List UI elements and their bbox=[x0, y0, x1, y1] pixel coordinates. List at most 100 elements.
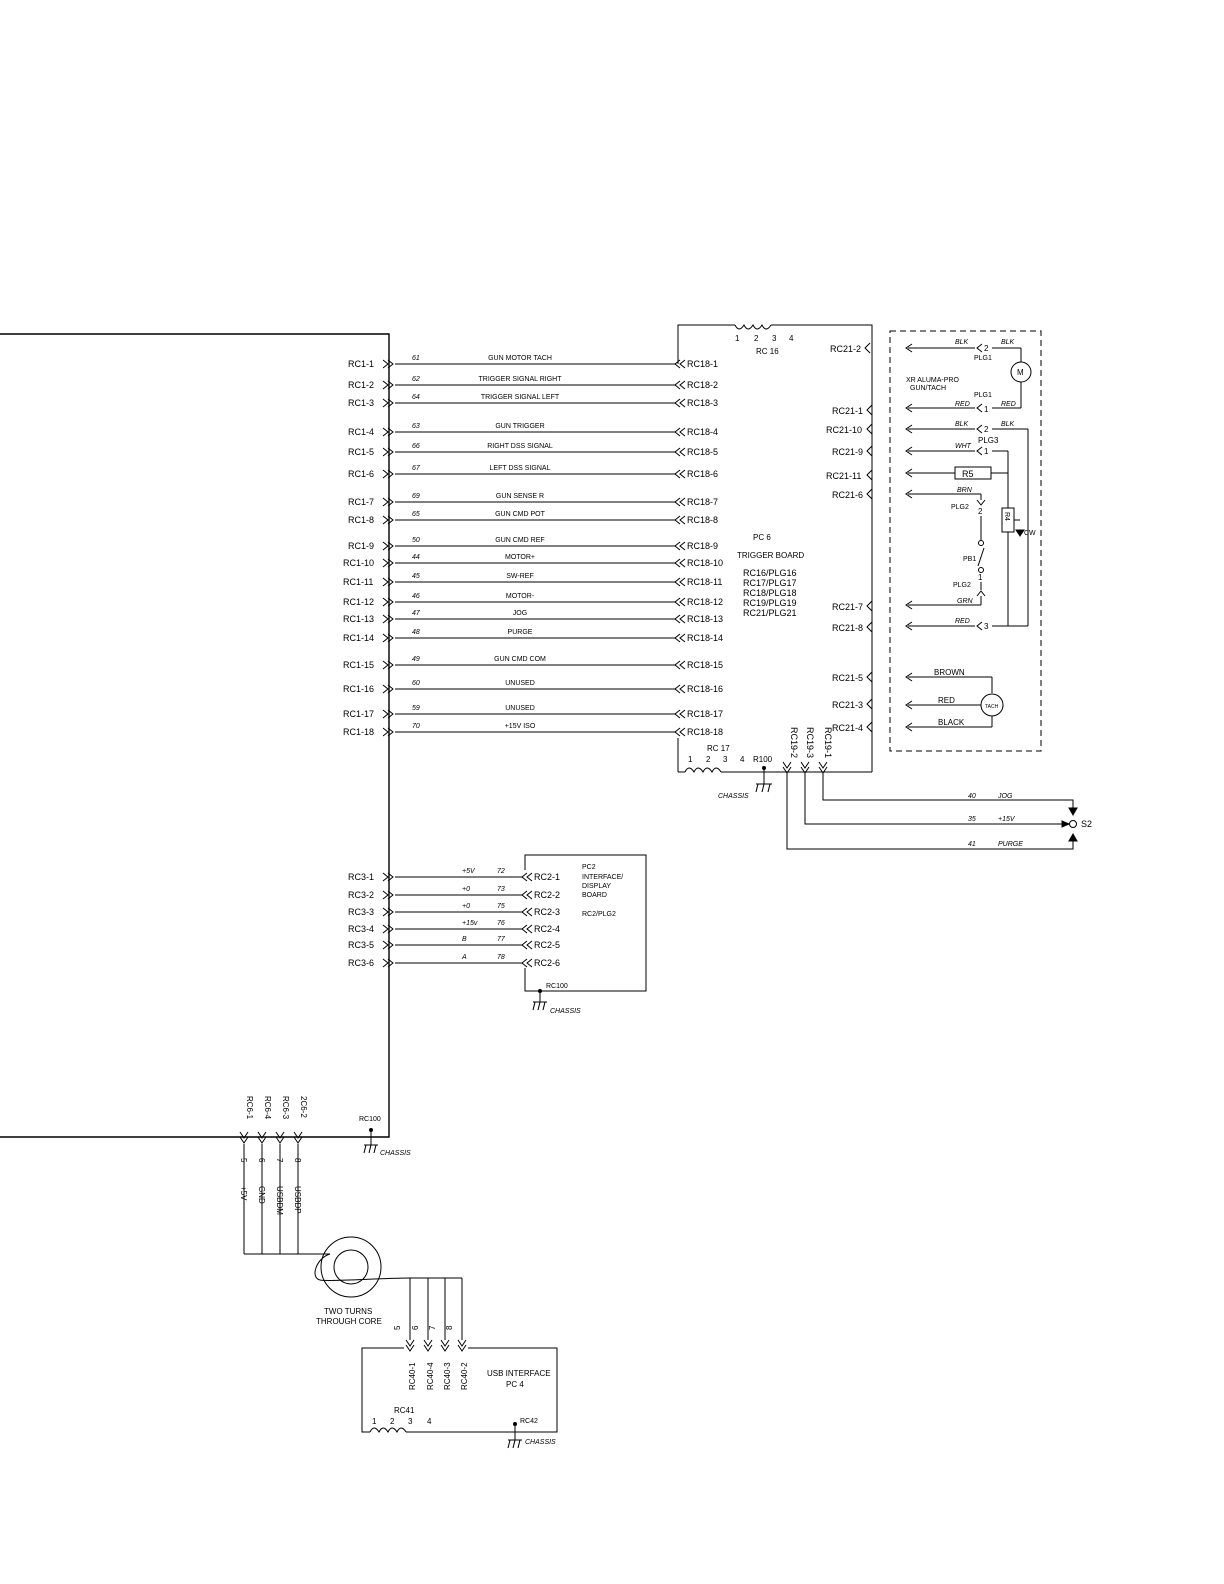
rc16-pin-2: 2 bbox=[754, 334, 759, 343]
rc18-pin-label: RC18-1 bbox=[687, 359, 718, 369]
signal-label: TRIGGER SIGNAL RIGHT bbox=[479, 376, 563, 383]
usb-conn-1: RC40-1 bbox=[408, 1362, 417, 1390]
rc18-pin-label: RC18-17 bbox=[687, 709, 723, 719]
wire-red-3: RED bbox=[955, 618, 970, 625]
rc2-pin-label: RC2-3 bbox=[534, 907, 560, 917]
rc2-pin-label: RC2-1 bbox=[534, 872, 560, 882]
rc42-label: RC42 bbox=[520, 1418, 538, 1425]
wire-number: 64 bbox=[412, 394, 420, 401]
cw-label: CW bbox=[1024, 530, 1036, 537]
rc18-connector-mark bbox=[674, 497, 686, 507]
pc6-conn-rc19: RC19/PLG19 bbox=[743, 598, 797, 608]
rc19-3-label: RC19-3 bbox=[805, 727, 815, 758]
rc21-3-label: RC21-3 bbox=[832, 700, 863, 710]
rc6-conn-1: RC6-1 bbox=[245, 1096, 254, 1120]
s2-signal-purge: PURGE bbox=[998, 841, 1023, 848]
rc1-pin-label: RC1-5 bbox=[348, 447, 374, 457]
rc1-pin-label: RC1-13 bbox=[343, 614, 374, 624]
plg2-pin-1: 1 bbox=[978, 573, 983, 582]
rc6-connectors: RC100 CHASSIS RC6-1 RC6-4 RC6-3 2C6-2 5 … bbox=[239, 1096, 411, 1255]
signal-label: LEFT DSS SIGNAL bbox=[490, 465, 551, 472]
rc18-connector-mark bbox=[674, 633, 686, 643]
rc2-pin-label: RC2-6 bbox=[534, 958, 560, 968]
plg1-pin-1: 1 bbox=[984, 405, 989, 414]
plg2-label-a: PLG2 bbox=[951, 504, 969, 511]
signal-label: RIGHT DSS SIGNAL bbox=[487, 443, 553, 450]
rc1-connector-mark bbox=[382, 427, 394, 437]
wire-grn: GRN bbox=[957, 598, 974, 605]
signal-label: +15V ISO bbox=[505, 723, 536, 730]
wire-number: 50 bbox=[412, 537, 420, 544]
wire-wht: WHT bbox=[955, 443, 972, 450]
rc6-conn-2: RC6-4 bbox=[263, 1096, 272, 1120]
rc3-pin-label: RC3-3 bbox=[348, 907, 374, 917]
pc2-chassis: CHASSIS bbox=[550, 1008, 581, 1015]
rc1-connector-mark bbox=[382, 447, 394, 457]
wire-number: 77 bbox=[497, 936, 506, 943]
rc1-pin-label: RC1-11 bbox=[343, 577, 373, 587]
rc3-pin-label: RC3-4 bbox=[348, 924, 374, 934]
rc41-pin-2: 2 bbox=[390, 1417, 395, 1426]
wire-number: 48 bbox=[412, 629, 420, 636]
rc21-5-label: RC21-5 bbox=[832, 673, 863, 683]
ferrite-core: TWO TURNS THROUGH CORE bbox=[314, 1236, 462, 1326]
rc2-pin-label: RC2-4 bbox=[534, 924, 560, 934]
wire-number: 63 bbox=[412, 423, 420, 430]
pc2-line-3: DISPLAY bbox=[582, 883, 611, 890]
wire-number: 67 bbox=[412, 465, 421, 472]
signal-label: B bbox=[462, 936, 467, 943]
rc3-pin-label: RC3-5 bbox=[348, 940, 374, 950]
signal-label: +5V bbox=[462, 868, 476, 875]
rc18-connector-mark bbox=[674, 597, 686, 607]
rc18-connector-mark bbox=[674, 684, 686, 694]
rc19-1-label: RC19-1 bbox=[823, 727, 833, 758]
rc3-connector-mark bbox=[382, 924, 394, 934]
rc1-connector-mark bbox=[382, 614, 394, 624]
core-line-2: THROUGH CORE bbox=[316, 1317, 382, 1326]
rc21-11-label: RC21-11 bbox=[826, 471, 861, 481]
usb-pin-6: 6 bbox=[411, 1325, 420, 1330]
wire-number: 49 bbox=[412, 656, 420, 663]
rc3-connector-mark bbox=[382, 958, 394, 968]
rc17-pin-3: 3 bbox=[723, 755, 728, 764]
signal-label: SW-REF bbox=[506, 573, 533, 580]
rc18-pin-label: RC18-12 bbox=[687, 597, 723, 607]
rc3-pin-label: RC3-1 bbox=[348, 872, 374, 882]
rc1-connector-mark bbox=[382, 359, 394, 369]
rc1-connector-mark bbox=[382, 727, 394, 737]
gun-title-2: GUN/TACH bbox=[910, 385, 946, 392]
rc16-pin-4: 4 bbox=[789, 334, 794, 343]
wire-blk-1: BLK bbox=[955, 339, 969, 346]
wire-brn: BRN bbox=[957, 487, 973, 494]
rc21-4-label: RC21-4 bbox=[832, 723, 863, 733]
signal-label: GUN SENSE R bbox=[496, 493, 544, 500]
rc2-connector-mark bbox=[521, 890, 533, 900]
rc18-pin-label: RC18-3 bbox=[687, 398, 718, 408]
rc18-pin-label: RC18-11 bbox=[687, 577, 722, 587]
wire-number: 65 bbox=[412, 511, 420, 518]
rc17-label: RC 17 bbox=[707, 744, 730, 753]
rc18-pin-label: RC18-9 bbox=[687, 541, 718, 551]
signal-label: MOTOR- bbox=[506, 593, 535, 600]
usb-chassis: CHASSIS bbox=[525, 1439, 556, 1446]
rc1-pin-label: RC1-9 bbox=[348, 541, 374, 551]
usb-title-1: USB INTERFACE bbox=[487, 1369, 551, 1378]
rc41-pin-1: 1 bbox=[372, 1417, 377, 1426]
signal-label: +0 bbox=[462, 886, 470, 893]
s2-signal-15v: +15V bbox=[998, 816, 1016, 823]
rc18-pin-label: RC18-2 bbox=[687, 380, 718, 390]
rc21-7-label: RC21-7 bbox=[832, 602, 863, 612]
rc3-connector-mark bbox=[382, 872, 394, 882]
pc2-rc100: RC100 bbox=[546, 983, 568, 990]
s2-wire-35: 35 bbox=[968, 816, 976, 823]
rc1-pin-label: RC1-10 bbox=[343, 558, 374, 568]
rc18-connector-mark bbox=[674, 447, 686, 457]
rc21-9-label: RC21-9 bbox=[832, 447, 863, 457]
pc6-conn-rc17: RC17/PLG17 bbox=[743, 578, 797, 588]
pc6-name: PC 6 bbox=[753, 533, 771, 542]
wire-number: 46 bbox=[412, 593, 420, 600]
rc3-connector-mark bbox=[382, 890, 394, 900]
signal-label: GUN CMD POT bbox=[495, 511, 546, 518]
